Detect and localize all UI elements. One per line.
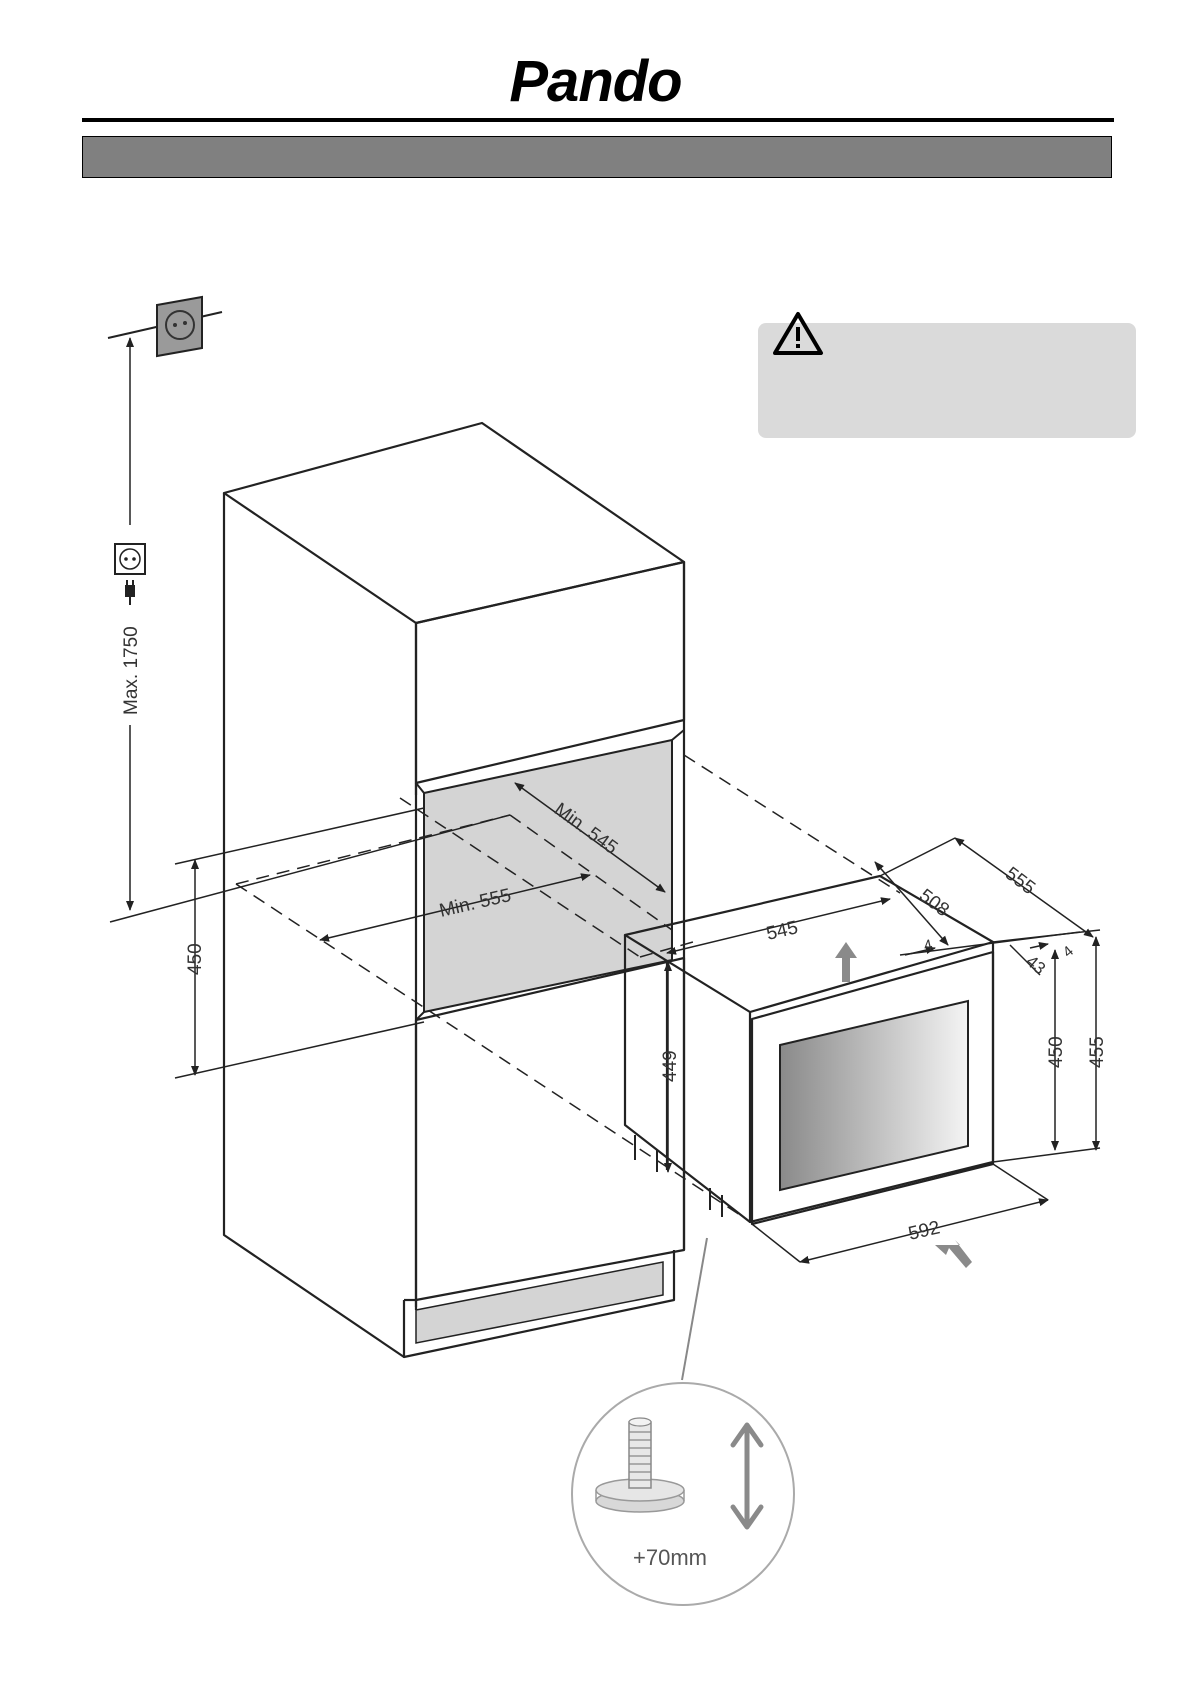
height-adjust-arrow-icon — [730, 1422, 764, 1530]
push-in-arrow-icon — [935, 1240, 972, 1268]
cabinet-plinth — [415, 1261, 664, 1344]
niche-opening — [423, 738, 673, 1014]
gap-4-left-label: 4 — [922, 936, 934, 954]
front-width-592-label: 592 — [906, 1217, 942, 1245]
appliance-width-label: 545 — [764, 917, 800, 945]
niche-height-label: 450 — [185, 943, 206, 975]
brand-logo: Pando — [509, 49, 682, 114]
body-height-449-label: 449 — [660, 1050, 681, 1082]
gap-4-right-label: 4 — [1060, 943, 1077, 961]
wall-socket-icon — [107, 295, 223, 358]
front-height-450-label: 450 — [1046, 1036, 1067, 1068]
door-43-label: 43 — [1022, 952, 1049, 979]
adjustable-foot-detail — [571, 1382, 795, 1606]
upward-arrow-icon — [835, 942, 857, 982]
warning-box — [758, 323, 1136, 438]
socket-height-dimension — [114, 337, 146, 911]
glass-door — [779, 999, 969, 1192]
total-height-455-label: 455 — [1087, 1036, 1108, 1068]
section-title-band — [82, 136, 1112, 178]
warning-triangle-icon — [773, 312, 823, 355]
max-height-label: Max. 1750 — [121, 626, 142, 715]
header-rule — [82, 118, 1114, 122]
foot-adjust-label: +70mm — [633, 1545, 707, 1570]
